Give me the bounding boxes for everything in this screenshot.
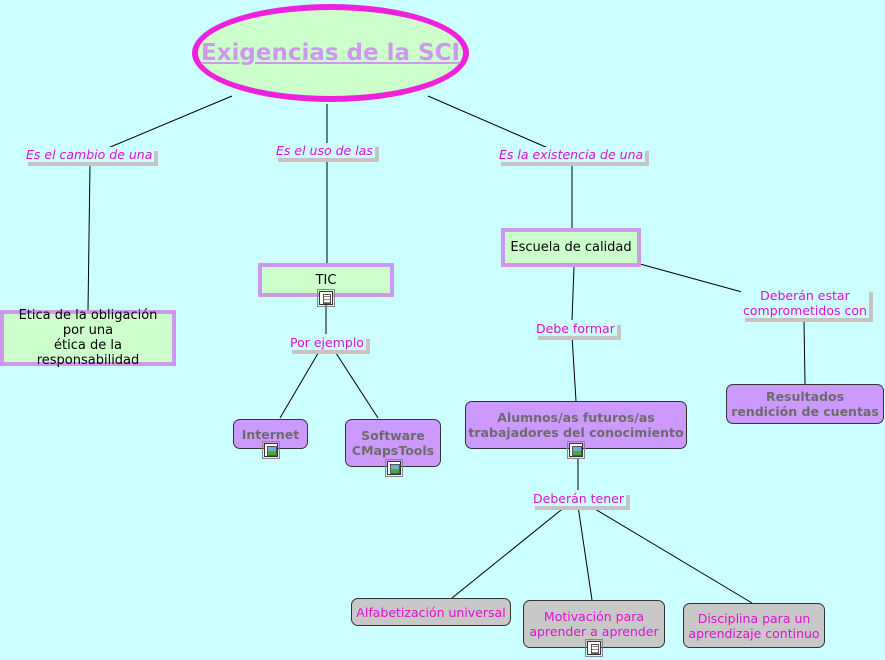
link-label-deberan-tener: Deberán tener: [531, 491, 626, 506]
concept-alumnos-line: Alumnos/as futuros/as: [497, 410, 655, 425]
concept-motivacion-line: aprender a aprender: [529, 624, 659, 639]
concept-software-line: CMapsTools: [351, 443, 435, 458]
concept-software-line: Software: [361, 428, 425, 443]
concept-etica-line: ética de la responsabilidad: [36, 338, 140, 368]
connector-line: [107, 95, 233, 149]
connector-line: [87, 162, 91, 312]
concept-tic-label: TIC: [315, 272, 337, 288]
concept-resultados[interactable]: Resultados rendición de cuentas: [726, 384, 884, 424]
link-label-deberan-estar: Deberán estar comprometidos con: [741, 288, 869, 318]
concept-disciplina-line: aprendizaje continuo: [688, 625, 820, 641]
concept-internet-label: Internet: [241, 426, 300, 442]
concept-disciplina[interactable]: Disciplina para un aprendizaje continuo: [683, 603, 825, 648]
connector-line: [571, 335, 577, 402]
image-icon[interactable]: [567, 441, 585, 459]
concept-alfabetizacion[interactable]: Alfabetización universal: [351, 598, 511, 626]
concept-motivacion[interactable]: Motivación para aprender a aprender: [523, 600, 665, 648]
link-label-cambio: Es el cambio de una: [24, 147, 155, 162]
concept-alfabetizacion-label: Alfabetización universal: [356, 604, 506, 620]
connector-line: [427, 95, 549, 149]
document-icon[interactable]: [585, 639, 603, 657]
link-label-deberan-estar-line: Deberán estar: [760, 288, 850, 303]
concept-resultados-line: rendición de cuentas: [731, 404, 879, 419]
concept-escuela-label: Escuela de calidad: [510, 240, 632, 255]
connector-line: [279, 349, 321, 419]
concept-disciplina-line: Disciplina para un: [697, 610, 811, 626]
image-icon[interactable]: [385, 459, 403, 477]
concept-etica-line: Etica de la obligación: [18, 308, 158, 323]
link-label-debe-formar: Debe formar: [534, 321, 617, 336]
link-label-por-ejemplo: Por ejemplo: [288, 335, 366, 350]
link-label-uso: Es el uso de las: [274, 143, 375, 158]
connector-line: [639, 263, 743, 293]
main-concept-title[interactable]: Exigencias de la SCI: [200, 40, 461, 66]
connector-line: [451, 505, 567, 599]
image-icon[interactable]: [262, 441, 280, 459]
concept-motivacion-line: Motivación para: [543, 609, 645, 624]
concept-alumnos-line: trabajadores del conocimiento: [468, 425, 684, 440]
link-label-existencia: Es la existencia de una: [497, 147, 646, 162]
document-icon[interactable]: [317, 289, 335, 307]
main-concept-ellipse[interactable]: Exigencias de la SCI: [192, 4, 469, 102]
concept-escuela[interactable]: Escuela de calidad: [501, 228, 641, 267]
connector-line: [803, 319, 806, 385]
concept-alumnos[interactable]: Alumnos/as futuros/as trabajadores del c…: [465, 401, 687, 449]
connector-line: [577, 505, 593, 601]
concept-etica-line: por una: [62, 323, 114, 338]
connector-line: [333, 349, 379, 419]
concept-etica[interactable]: Etica de la obligación por una ética de …: [0, 308, 176, 368]
connector-line: [571, 266, 575, 321]
concept-resultados-line: Resultados: [765, 389, 845, 404]
connector-line: [589, 505, 753, 604]
link-label-deberan-estar-line: comprometidos con: [743, 303, 867, 318]
